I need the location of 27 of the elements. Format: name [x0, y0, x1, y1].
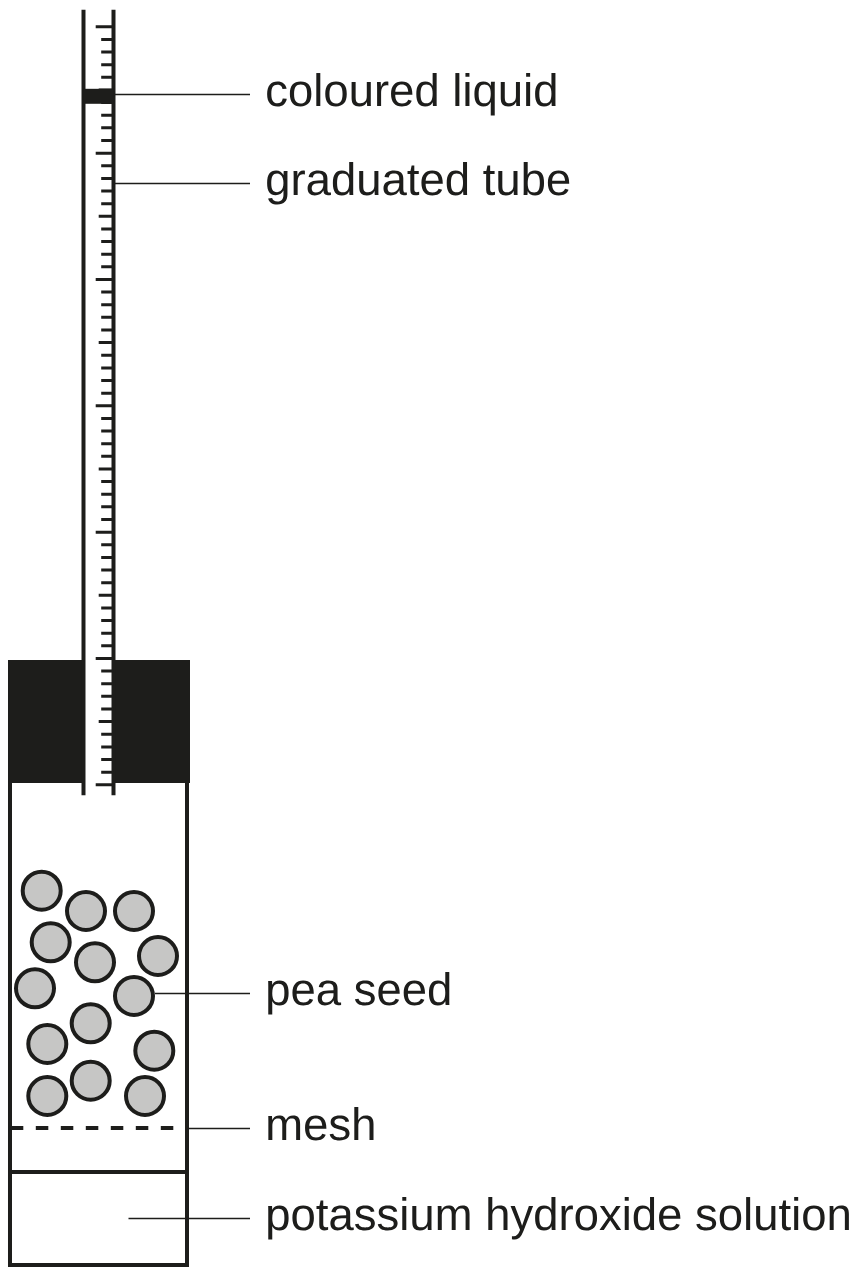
- leader-line: [112, 93, 251, 96]
- pea-seed: [113, 890, 155, 932]
- pea-seed: [137, 935, 179, 977]
- part-label: pea seed: [268, 972, 450, 1015]
- pea-seed: [133, 1029, 176, 1072]
- graduated-tube: [81, 9, 116, 796]
- pea-seed: [14, 967, 56, 1010]
- part-label: mesh: [268, 1107, 374, 1141]
- solution-compartment: [8, 1170, 189, 1267]
- part-label: graduated tube: [267, 162, 570, 205]
- leader-line: [127, 1217, 251, 1220]
- pea-seed: [29, 921, 72, 964]
- pea-seed: [26, 1075, 69, 1117]
- leader-line: [186, 1127, 251, 1130]
- leader-line: [154, 992, 251, 995]
- pea-seed: [124, 1075, 166, 1117]
- pea-seed: [69, 1059, 112, 1102]
- pea-seed: [26, 1023, 69, 1065]
- part-label: potassium hydroxide solution: [268, 1197, 849, 1240]
- pea-seed: [65, 890, 107, 932]
- leader-line: [112, 182, 251, 185]
- part-label: coloured liquid: [267, 73, 556, 116]
- mesh-line: [10, 1126, 174, 1130]
- pea-seed: [74, 941, 116, 984]
- pea-seed: [69, 1002, 112, 1045]
- pea-seed: [113, 975, 155, 1017]
- pea-seed: [20, 869, 63, 912]
